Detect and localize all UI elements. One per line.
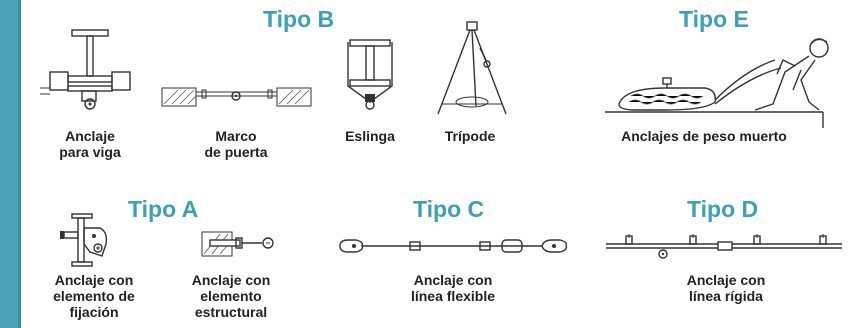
caption-door-frame: Marco de puerta <box>188 128 284 160</box>
beam-anchor-illustration <box>38 28 138 118</box>
caption-line: Trípode <box>444 128 496 144</box>
tipo-e-heading: Tipo E <box>679 6 749 32</box>
caption-line: Anclaje con <box>191 272 271 288</box>
caption-line: Eslinga <box>345 128 395 144</box>
tripod-illustration <box>432 20 512 118</box>
sling-illustration <box>344 38 396 114</box>
caption-line: línea rígida <box>689 288 763 304</box>
caption-dead-weight: Anclajes de peso muerto <box>604 128 804 144</box>
caption-line: elemento <box>200 288 262 304</box>
tipo-c-heading: Tipo C <box>413 196 485 222</box>
rigid-line-illustration <box>606 230 844 264</box>
caption-sling: Eslinga <box>330 128 410 144</box>
sidebar-stripe-shadow <box>18 0 21 328</box>
dead-weight-anchor-illustration <box>605 30 835 128</box>
caption-line: para viga <box>59 144 121 160</box>
caption-line: Anclaje con <box>413 272 493 288</box>
caption-line: Anclaje con <box>54 272 134 288</box>
caption-rigid-line: Anclaje con línea rígida <box>666 272 786 304</box>
caption-line: Marco <box>215 128 257 144</box>
caption-line: Anclaje con <box>686 272 766 288</box>
fixing-element-illustration <box>56 212 114 268</box>
caption-flexible-line: Anclaje con línea flexible <box>390 272 516 304</box>
caption-line: Anclaje <box>65 128 115 144</box>
caption-fixing-element: Anclaje con elemento de fijación <box>38 272 150 320</box>
flexible-line-illustration <box>334 236 574 260</box>
caption-line: estructural <box>194 304 268 320</box>
door-frame-illustration <box>160 82 315 112</box>
caption-beam-anchor: Anclaje para viga <box>48 128 132 160</box>
structural-element-illustration <box>200 230 280 260</box>
caption-line: Anclajes de peso muerto <box>621 128 787 144</box>
sidebar-stripe <box>0 0 18 328</box>
tipo-d-heading: Tipo D <box>687 196 759 222</box>
tipo-b-heading: Tipo B <box>263 6 335 32</box>
caption-line: elemento de <box>53 288 135 304</box>
caption-line: línea flexible <box>410 288 496 304</box>
caption-line: de puerta <box>204 144 268 160</box>
tipo-a-heading: Tipo A <box>128 196 199 222</box>
caption-structural-element: Anclaje con elemento estructural <box>176 272 286 320</box>
caption-line: fijación <box>69 304 119 320</box>
caption-tripod: Trípode <box>428 128 512 144</box>
